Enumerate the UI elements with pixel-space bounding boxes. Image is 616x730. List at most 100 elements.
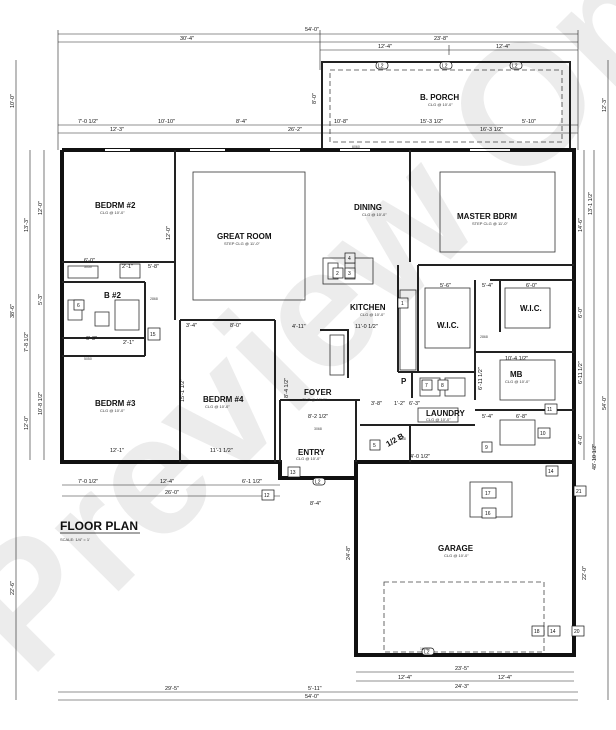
dim-laundry-c: 6'-3": [409, 401, 420, 407]
laundry-label: LAUNDRY: [426, 409, 465, 418]
dim-bot-a: 7'-0 1/2": [78, 479, 98, 485]
wic1-label: W.I.C.: [437, 321, 459, 330]
entry-ceiling: CLG @ 10'-0": [296, 456, 321, 461]
dim-left-a: 10'-0": [10, 94, 16, 108]
tag-8: 8: [441, 383, 444, 389]
code-w1: 5050: [84, 265, 92, 269]
right-dimensions: 12'-3" 13'-1 1/2" 14'-6" 6'-0" 6'-11 1/2…: [578, 60, 609, 700]
code-d3: 3068: [314, 427, 322, 431]
code-w4: 6060: [352, 145, 360, 149]
bedrm2-label: BEDRM #2: [95, 201, 136, 210]
dim-wic-b: 5'-4": [482, 283, 493, 289]
dim-foyer-a: 8'-2 1/2": [308, 414, 328, 420]
foyer-ceiling: CLG @ 10'-0": [302, 397, 327, 402]
kitchen-label: KITCHEN: [350, 303, 386, 312]
dim-right-b: 13'-1 1/2": [588, 192, 594, 215]
porch-header-2: L2: [442, 64, 448, 70]
dim-b2-w: 6'-3": [86, 336, 97, 342]
mb-label: MB: [510, 370, 523, 379]
dim-laundry-b: 1'-2": [394, 401, 405, 407]
tag-9: 9: [485, 445, 488, 451]
dim-garage-c: 24'-3": [455, 684, 469, 690]
dim-row2-h: 16'-3 1/2": [480, 127, 503, 133]
dim-laundry-d: 4'-0 1/2": [410, 454, 430, 460]
dim-right-c: 14'-6": [578, 218, 584, 232]
tag-3: 3: [348, 271, 351, 277]
b2-label: B #2: [104, 291, 121, 300]
dim-mb-d: 6'-8": [516, 414, 527, 420]
dim-row2-f: 10'-8": [334, 119, 348, 125]
dim-bot-c: 6'-1 1/2": [242, 479, 262, 485]
porch-label: B. PORCH: [420, 93, 459, 102]
dim-bottom-total: 54'-0": [305, 694, 319, 700]
left-dimensions: 10'-0" 13'-3" 38'-6" 12'-0" 5'-3" 7'-8 1…: [10, 60, 45, 700]
dim-left-f: 10'-8 1/2": [38, 392, 44, 415]
dim-left-h: 12'-0": [38, 201, 44, 215]
porch-header-1: L2: [378, 64, 384, 70]
dim-mb-c: 5'-4": [482, 414, 493, 420]
garage: GARAGE CLG @ 10'-0" L2 24'-8": [346, 462, 576, 657]
tag-16: 16: [485, 511, 491, 517]
dim-bed2-closet: 6'-0": [84, 258, 95, 264]
dim-right-f: 4'-0": [578, 434, 584, 445]
dim-row2-a: 7'-0 1/2": [78, 119, 98, 125]
entry-label: ENTRY: [298, 448, 325, 457]
dim-hall-w: 2'-1": [122, 264, 133, 270]
code-d4: 2668: [398, 437, 406, 441]
tag-20: 20: [574, 629, 580, 635]
room-labels: BEDRM #2 CLG @ 10'-0" GREAT ROOM STEP CL…: [95, 201, 542, 461]
tag-2: 2: [336, 271, 339, 277]
foyer-label: FOYER: [304, 388, 332, 397]
garage-ceiling: CLG @ 10'-0": [444, 553, 469, 558]
master-label: MASTER BDRM: [457, 212, 517, 221]
interior-dimensions: 6'-0" 5'-8" 6'-3" 2'-1" 2'-1" 3'-4" 8'-0…: [84, 226, 537, 460]
dim-right-i: 22'-0": [582, 566, 588, 580]
dim-top-left: 30'-4": [180, 36, 194, 42]
dining-ceiling: CLG @ 10'-0": [362, 212, 387, 217]
dim-row2-i: 5'-10": [522, 119, 536, 125]
tag-14b: 14: [550, 629, 556, 635]
entry-header: L2: [315, 480, 321, 486]
dim-row2-d: 8'-4": [236, 119, 247, 125]
dim-right-g: 54'-0": [602, 396, 608, 410]
bedrm4-label: BEDRM #4: [203, 395, 244, 404]
dim-bot-b: 12'-4": [160, 479, 174, 485]
dim-hall-w2: 2'-1": [123, 340, 134, 346]
great-room-ceiling: STEP CLG @ 11'-0": [224, 241, 260, 246]
bedrm4-ceiling: CLG @ 10'-0": [205, 404, 230, 409]
tag-1: 1: [401, 301, 404, 307]
dim-row2-b: 10'-10": [158, 119, 175, 125]
dim-row2-g: 15'-3 1/2": [420, 119, 443, 125]
bedrm3-ceiling: CLG @ 10'-0": [100, 408, 125, 413]
title-block: FLOOR PLAN SCALE: 1/4" = 1': [60, 519, 140, 542]
numbered-tags: 2 3 4 1 6 15 7 8 9 10 11 12 13 14 16 17 …: [73, 252, 587, 637]
dim-left-b: 13'-3": [24, 218, 30, 232]
garage-label: GARAGE: [438, 544, 474, 553]
tag-11: 11: [547, 407, 552, 413]
dim-wic-c: 6'-0": [526, 283, 537, 289]
dim-left-e: 7'-8 1/2": [24, 332, 30, 352]
tag-13: 13: [290, 470, 296, 476]
dim-garage-h: 24'-8": [346, 546, 352, 560]
garage-header: L2: [424, 650, 430, 656]
dim-left-c: 38'-6": [10, 304, 16, 318]
bedrm3-label: BEDRM #3: [95, 399, 136, 408]
dim-left-d: 5'-3": [38, 294, 44, 305]
tag-15: 15: [150, 332, 156, 338]
tag-7: 7: [425, 383, 428, 389]
dim-kit-b: 11'-0 1/2": [355, 324, 378, 330]
opening-codes: 5050 5050 6060 2868 2868 3068 2668 16080: [84, 145, 488, 651]
kitchen-ceiling: CLG @ 10'-0": [360, 312, 385, 317]
mb-ceiling: CLG @ 10'-0": [505, 379, 530, 384]
wic2-label: W.I.C.: [520, 304, 542, 313]
dim-left-g: 22'-6": [10, 581, 16, 595]
dim-br4-a: 3'-4": [186, 323, 197, 329]
dim-bed4-h: 15'-1 1/2": [180, 379, 186, 402]
interior-walls: [62, 150, 574, 462]
tag-6: 6: [77, 303, 80, 309]
dim-row2-c: 12'-3": [110, 127, 124, 133]
dim-bed3-w: 12'-1": [110, 448, 124, 454]
dim-wic-a: 5'-6": [440, 283, 451, 289]
tag-12: 12: [264, 493, 270, 499]
dim-garage-b: 12'-4": [498, 675, 512, 681]
